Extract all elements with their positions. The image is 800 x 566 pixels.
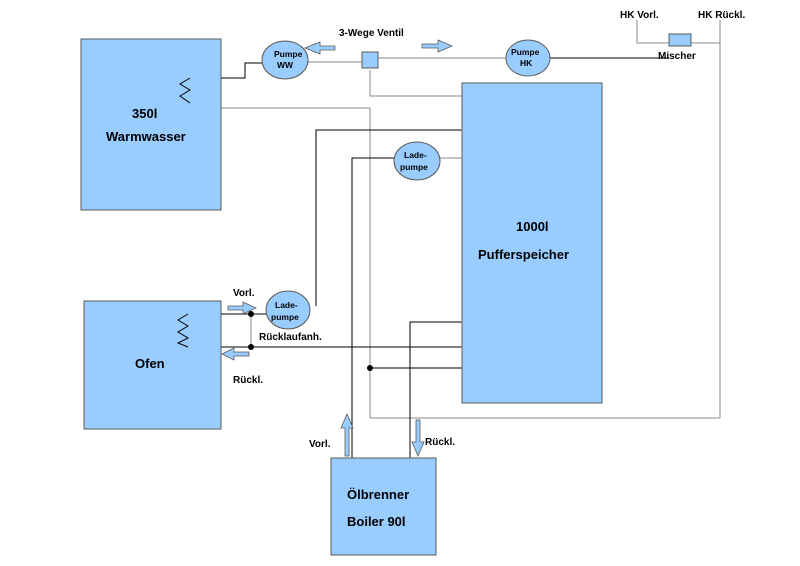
ofen-coil-icon — [176, 313, 190, 348]
pufferspeicher-tank — [461, 82, 603, 404]
pumpe-hk-label-line1: Pumpe — [511, 47, 540, 57]
pumpe-ww-label-line2: WW — [277, 60, 294, 70]
ofen-vorl-label: Vorl. — [233, 288, 255, 299]
puffer-label: Pufferspeicher — [478, 247, 569, 262]
ladepumpe-puffer — [393, 141, 441, 181]
pipe-hk-vorl — [636, 20, 669, 44]
pipe-valve-puffer — [369, 70, 462, 97]
pipe-puffer-top-ofen — [315, 129, 462, 306]
pumpe-ww — [261, 40, 309, 80]
warmwasser-tank — [80, 38, 222, 211]
arrow-up-icon — [340, 412, 354, 457]
puffer-volume: 1000l — [516, 219, 549, 234]
mischer-label: Mischer — [658, 51, 696, 62]
warmwasser-volume: 350l — [132, 106, 157, 121]
ladepumpe-ofen-label-line1: Lade- — [275, 300, 298, 310]
hk-rueckl-label: HK Rückl. — [698, 10, 745, 21]
mischer-icon — [668, 33, 692, 47]
junction-dot — [367, 365, 373, 371]
three-way-valve-icon — [361, 51, 379, 69]
pipes — [185, 20, 721, 458]
pipe-ladepumpe-boiler — [351, 157, 394, 458]
arrow-right-icon — [227, 301, 257, 315]
boiler-label-line2: Boiler 90l — [347, 514, 406, 529]
arrow-down-icon — [411, 419, 425, 458]
boiler-rueckl-label: Rückl. — [425, 437, 455, 448]
boiler-box — [330, 457, 437, 556]
arrow-left-icon — [303, 41, 336, 55]
boiler-label-line1: Ölbrenner — [347, 487, 409, 502]
ofen-box — [83, 300, 222, 430]
pumpe-ww-label-line1: Pumpe — [274, 49, 303, 59]
pipe-hk-rueckl-top — [691, 20, 721, 44]
pipe-ww-return-down — [221, 107, 371, 418]
hk-vorl-label: HK Vorl. — [620, 10, 659, 21]
ladepumpe-puffer-label-line1: Lade- — [404, 150, 427, 160]
warmwasser-coil-icon — [179, 77, 191, 104]
ofen-label: Ofen — [135, 356, 165, 371]
junction-dot — [248, 311, 254, 317]
arrow-left-icon — [221, 347, 250, 361]
pumpe-hk-label-line2: HK — [520, 58, 533, 68]
pipe-puffer-boiler-rueckl — [409, 321, 462, 458]
pumpe-hk — [505, 39, 551, 77]
arrow-right-icon — [421, 39, 454, 53]
ladepumpe-puffer-label-line2: pumpe — [400, 162, 428, 172]
ladepumpe-ofen — [265, 290, 311, 330]
boiler-vorl-label: Vorl. — [309, 439, 331, 450]
warmwasser-label: Warmwasser — [106, 129, 186, 144]
ladepumpe-ofen-label-line2: pumpe — [271, 312, 299, 322]
ofen-rueckl-label: Rückl. — [233, 375, 263, 386]
junction-dot — [248, 344, 254, 350]
valve-label: 3-Wege Ventil — [339, 28, 404, 39]
ruecklaufanh-label: Rücklaufanh. — [259, 332, 322, 343]
